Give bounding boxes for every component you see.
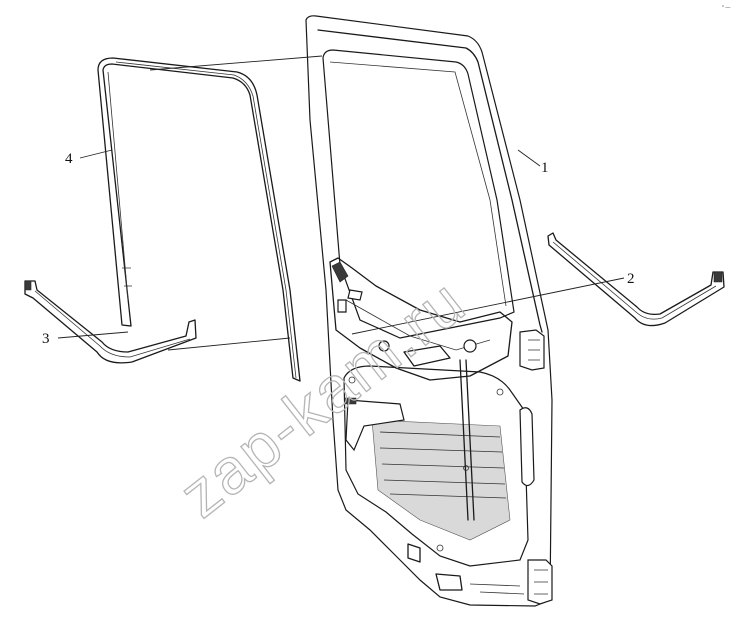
leader-line-2	[351, 277, 625, 335]
part-1-door-assembly	[305, 15, 553, 607]
callout-2: 2	[627, 271, 635, 287]
part-3-lower-strip	[24, 280, 197, 364]
callout-3: 3	[42, 331, 50, 347]
callouts: 1 2 3 4	[42, 151, 635, 347]
leader-line-3b	[167, 337, 291, 351]
callout-1: 1	[541, 160, 549, 176]
corner-mark: ° —	[722, 5, 730, 11]
leader-lines	[57, 55, 625, 351]
leader-line-4	[79, 149, 113, 159]
leader-line-1	[517, 149, 541, 167]
part-2-lower-strip	[547, 232, 725, 327]
leader-line-3	[57, 331, 129, 339]
callout-4: 4	[65, 151, 73, 167]
part-4-glass-run-channel	[97, 57, 301, 382]
leader-line-4b	[149, 55, 323, 71]
